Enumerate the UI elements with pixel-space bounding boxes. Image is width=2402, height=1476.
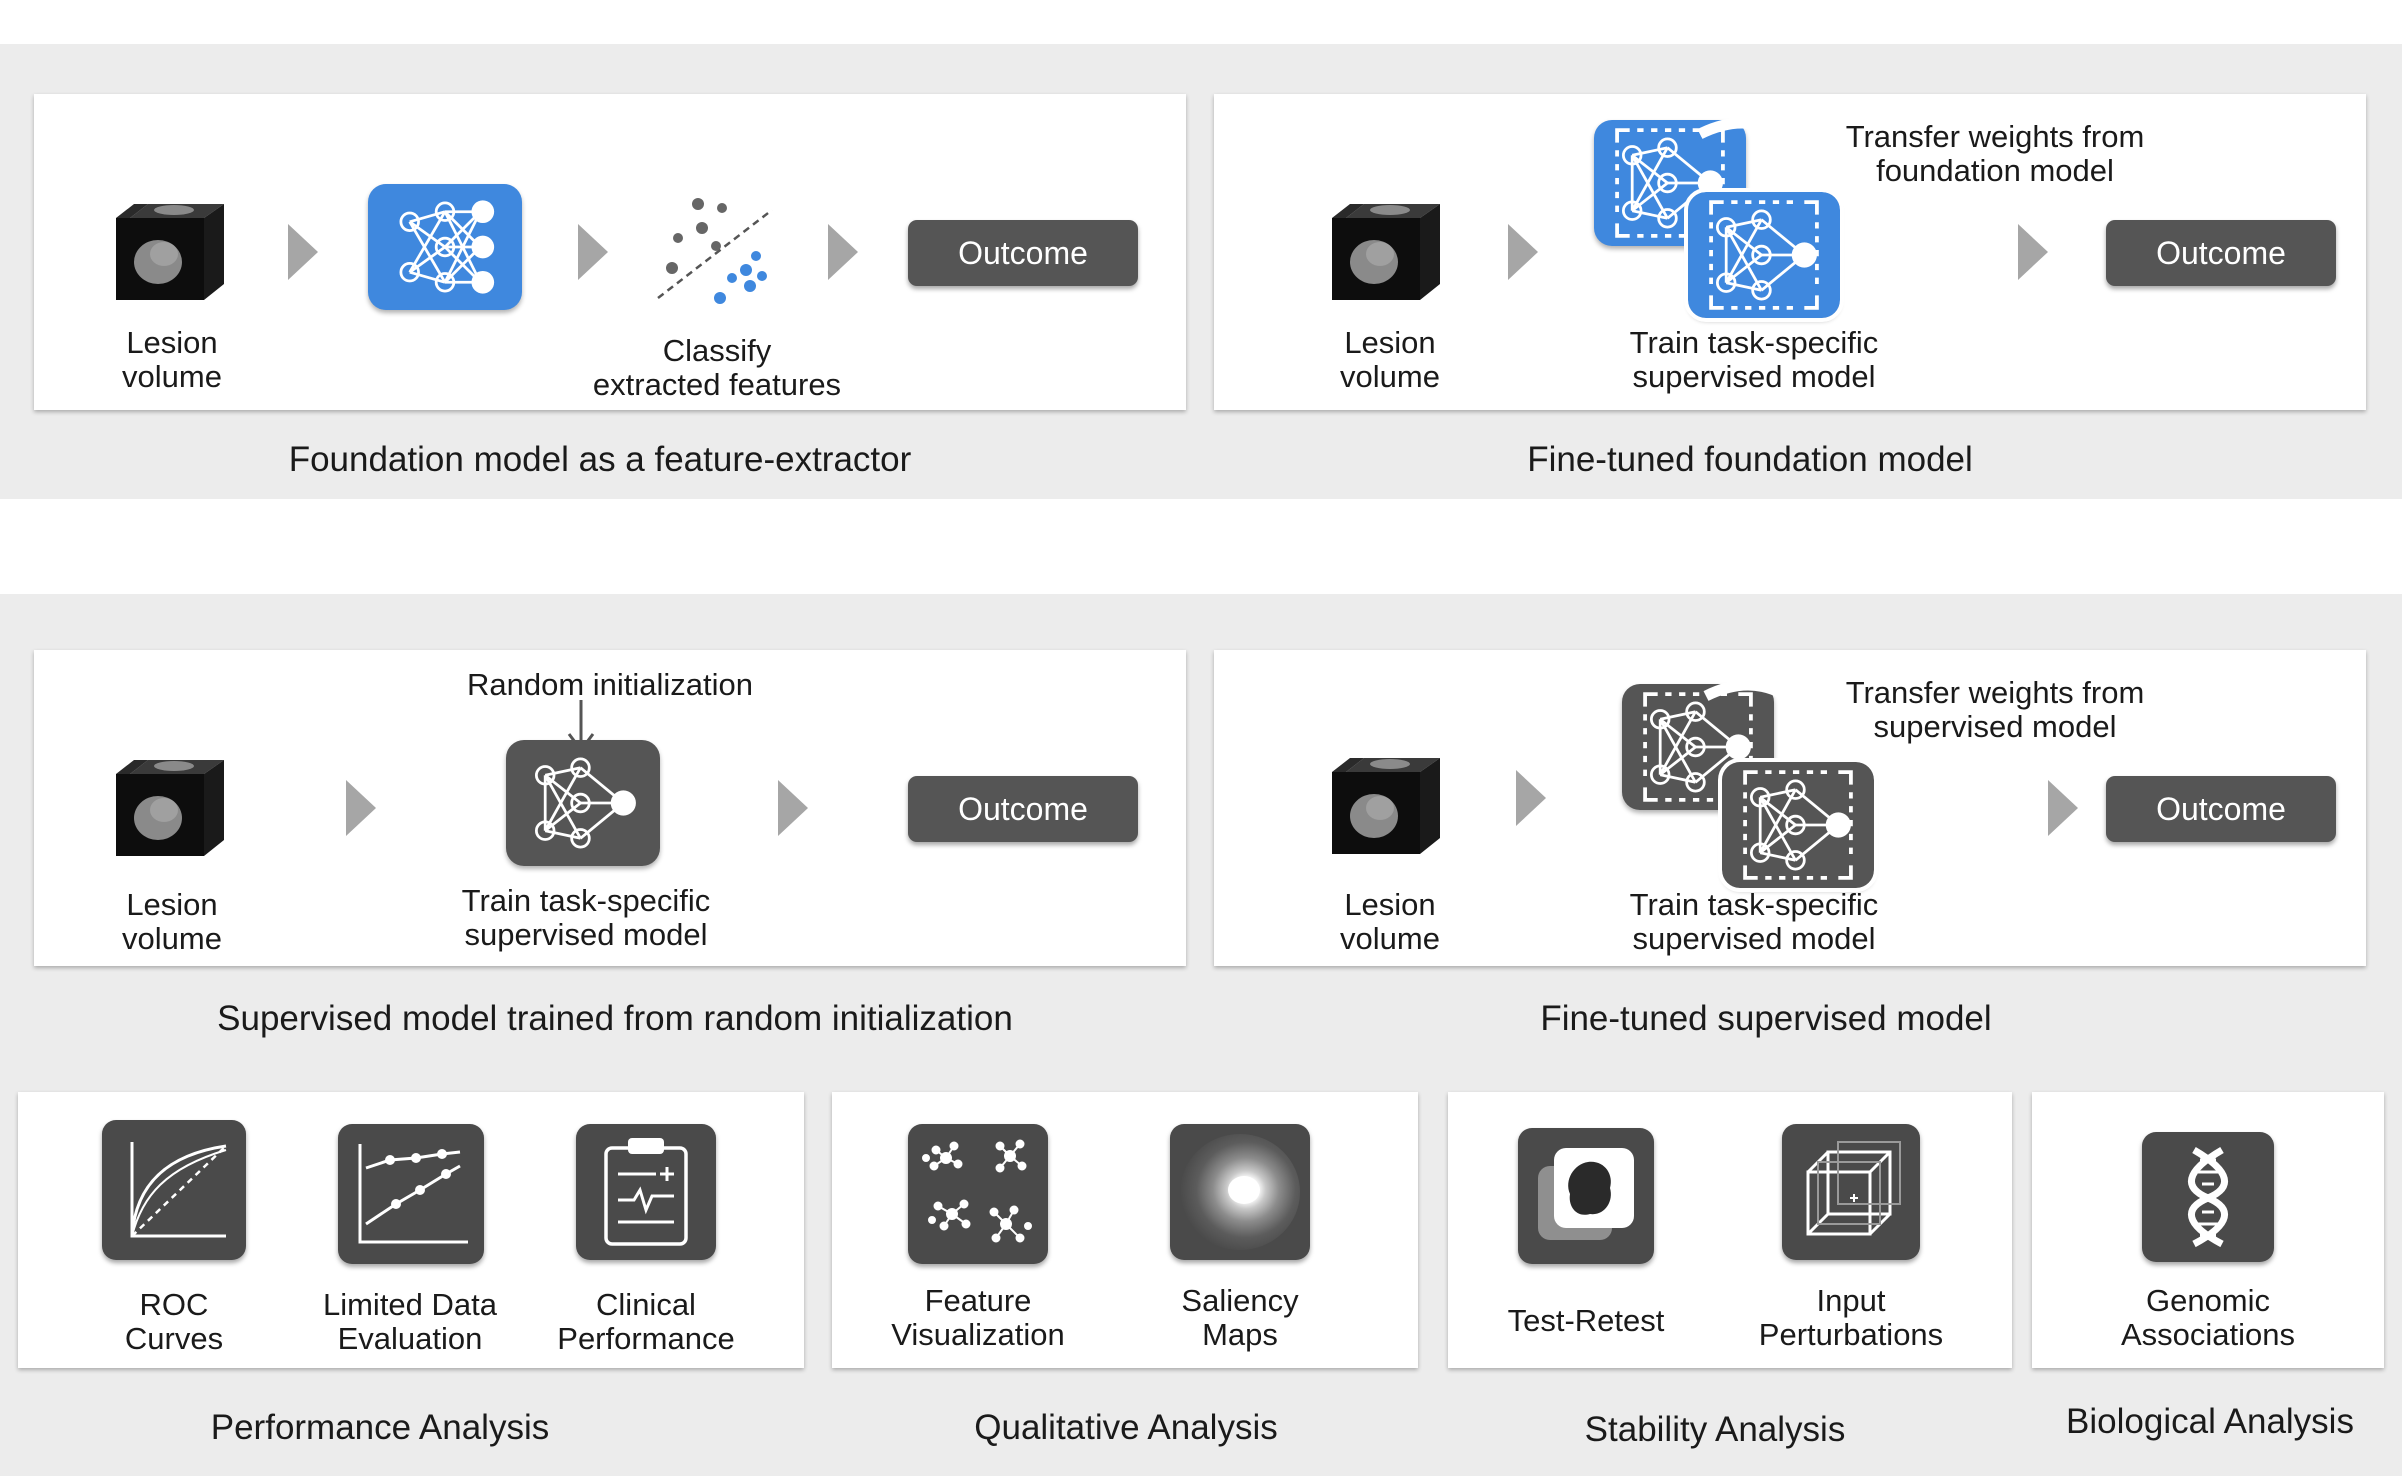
caption-performance-analysis: Performance Analysis [210,1408,550,1447]
flow-arrow-icon [2018,224,2048,280]
task-model-icon [1684,188,1844,322]
lesion-label-line2: volume [1340,921,1440,956]
train-label-line1: Train task-specific [1629,887,1879,922]
outcome-box: Outcome [2106,776,2336,842]
limited-data-line1: Limited Data [322,1287,498,1322]
flow-arrow-icon [288,224,318,280]
saliency-icon [1170,1124,1310,1260]
lesion-label-line2: volume [122,921,222,956]
lesion-label-line1: Lesion [126,887,218,922]
transfer-label-line2: foundation model [1876,153,2114,188]
flow-arrow-icon [1508,224,1538,280]
outcome-box: Outcome [908,776,1138,842]
lesion-label-line2: volume [122,359,222,394]
saliency-line2: Maps [1202,1317,1278,1352]
lesion-label-line2: volume [1340,359,1440,394]
caption-finetuned-supervised: Fine-tuned supervised model [1540,999,1992,1038]
flow-arrow-icon [2048,780,2078,836]
caption-qualitative-analysis: Qualitative Analysis [974,1408,1278,1447]
train-label-line2: supervised model [1632,359,1876,394]
supervised-model-icon [506,740,660,866]
lesion-label-line1: Lesion [1344,325,1436,360]
test-retest-icon [1518,1128,1654,1264]
lesion-volume-icon [112,752,234,860]
test-retest-line1: Test-Retest [1507,1303,1665,1338]
train-label-line1: Train task-specific [1629,325,1879,360]
clipboard-icon [576,1124,716,1260]
clinical-line2: Performance [557,1321,735,1356]
limited-data-line2: Evaluation [337,1321,483,1356]
caption-finetuned-foundation: Fine-tuned foundation model [1527,440,1973,479]
classify-label-line2: extracted features [592,367,842,402]
lesion-volume-icon [1328,196,1450,304]
transfer-arrow-icon [1697,117,1824,192]
lesion-label-line1: Lesion [126,325,218,360]
lesion-label-line1: Lesion [1344,887,1436,922]
line-chart-icon [338,1124,484,1264]
clusters-icon [908,1124,1048,1264]
train-label-line2: supervised model [464,917,708,952]
caption-random-init: Supervised model trained from random ini… [217,999,1013,1038]
perturbations-line2: Perturbations [1758,1317,1944,1352]
roc-label-line1: ROC [139,1287,209,1322]
flow-arrow-icon [346,780,376,836]
foundation-model-icon [368,184,522,310]
scatter-features-icon [652,194,782,306]
genomic-line2: Associations [2120,1317,2296,1352]
test-retest-label: Test-Retest [1486,1304,1686,1338]
task-model-icon [1718,758,1878,892]
flow-arrow-icon [778,780,808,836]
transfer-arrow-icon [1703,679,1830,754]
roc-label-line2: Curves [124,1321,224,1356]
roc-curve-icon [102,1120,246,1260]
outcome-box: Outcome [908,220,1138,286]
outcome-box: Outcome [2106,220,2336,286]
train-label-line2: supervised model [1632,921,1876,956]
train-label-line1: Train task-specific [461,883,711,918]
saliency-line1: Saliency [1181,1283,1299,1318]
caption-stability-analysis: Stability Analysis [1584,1410,1846,1449]
caption-biological-analysis: Biological Analysis [2066,1402,2354,1441]
feature-vis-line2: Visualization [891,1317,1065,1352]
transfer-label-line2: supervised model [1873,709,2117,744]
classify-label-line1: Classify [662,333,772,368]
dna-icon [2142,1132,2274,1262]
random-init-label: Random initialization [466,667,754,702]
flow-arrow-icon [1516,770,1546,826]
transfer-label-line1: Transfer weights from [1845,119,2145,154]
perturbations-line1: Input [1816,1283,1886,1318]
lesion-volume-icon [1328,750,1450,858]
flow-arrow-icon [828,224,858,280]
clinical-line1: Clinical [596,1287,696,1322]
feature-vis-line1: Feature [924,1283,1032,1318]
cube-perturbation-icon [1782,1124,1920,1260]
genomic-line1: Genomic [2145,1283,2271,1318]
flow-arrow-icon [578,224,608,280]
transfer-label-line1: Transfer weights from [1845,675,2145,710]
lesion-volume-icon [112,196,234,304]
caption-feature-extractor: Foundation model as a feature-extractor [288,440,912,479]
